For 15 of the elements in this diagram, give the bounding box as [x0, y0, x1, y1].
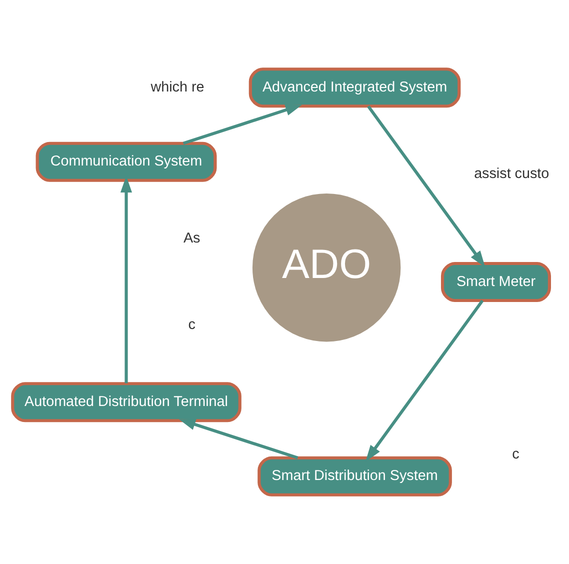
arrow [120, 176, 132, 384]
label: which re [150, 79, 204, 96]
label: c [512, 446, 520, 463]
node-box: Smart Meter [440, 262, 551, 302]
arrow [178, 418, 298, 460]
node-box: Advanced Integrated System [248, 68, 461, 108]
label: As [183, 230, 200, 247]
node-box: Communication System [36, 142, 217, 182]
node-box: Smart Distribution System [258, 456, 452, 496]
arrow [367, 105, 486, 268]
arrow [182, 104, 302, 145]
label: assist custo [474, 166, 550, 182]
arrow [366, 300, 484, 462]
node-box: Automated Distribution Terminal [11, 382, 242, 422]
label: c [188, 316, 196, 333]
